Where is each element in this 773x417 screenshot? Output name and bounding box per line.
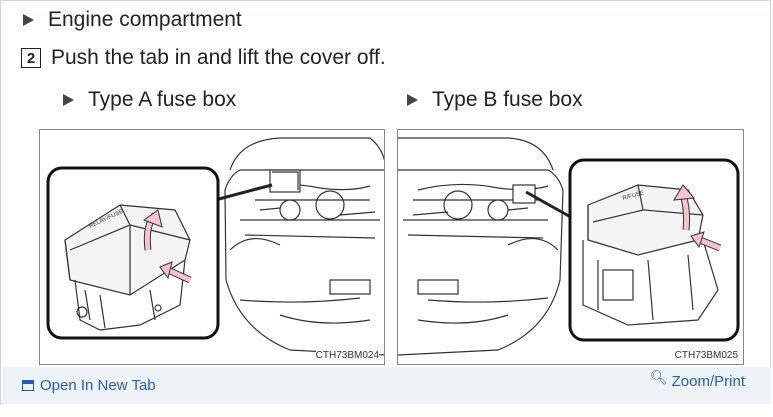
content-frame: Engine compartment 2 Push the tab in and… [0, 0, 771, 404]
type-b-illustration: R/FUSE [398, 137, 740, 356]
step-text: Push the tab in and lift the cover off. [51, 46, 386, 69]
type-b-label: Type B fuse box [432, 88, 583, 111]
svg-text:R/FUSE: R/FUSE [622, 190, 645, 201]
zoom-print-label: Zoom/Print [671, 373, 745, 390]
open-new-tab-label: Open In New Tab [40, 377, 156, 394]
figure-type-a: RELAY/FUSE CTH73BM024 [39, 129, 385, 365]
figure-b-code: CTH73BM025 [674, 350, 738, 361]
bullet-triangle-icon [63, 94, 74, 106]
step-number-badge: 2 [21, 48, 41, 68]
window-icon [22, 380, 34, 391]
zoom-print-link[interactable]: 🔍︎ Zoom/Print [650, 369, 745, 390]
bullet-triangle-icon [23, 14, 34, 26]
type-a-illustration: RELAY/FUSE [46, 137, 384, 356]
bullet-triangle-icon [407, 94, 418, 106]
step-2: 2 Push the tab in and lift the cover off… [21, 46, 386, 70]
type-b-heading: Type B fuse box [403, 88, 583, 112]
figure-footer-bar: Open In New Tab 🔍︎ Zoom/Print [2, 367, 771, 404]
bullet-engine-compartment: Engine compartment [19, 8, 242, 32]
magnifier-plus-icon: 🔍︎ [649, 369, 668, 385]
type-a-label: Type A fuse box [88, 88, 237, 111]
figure-a-code: CTH73BM024 [315, 350, 379, 361]
figure-type-b: R/FUSE CTH73BM025 [397, 129, 744, 365]
bullet-text: Engine compartment [48, 8, 242, 31]
open-new-tab-link[interactable]: Open In New Tab [22, 377, 156, 394]
type-a-heading: Type A fuse box [59, 88, 236, 112]
